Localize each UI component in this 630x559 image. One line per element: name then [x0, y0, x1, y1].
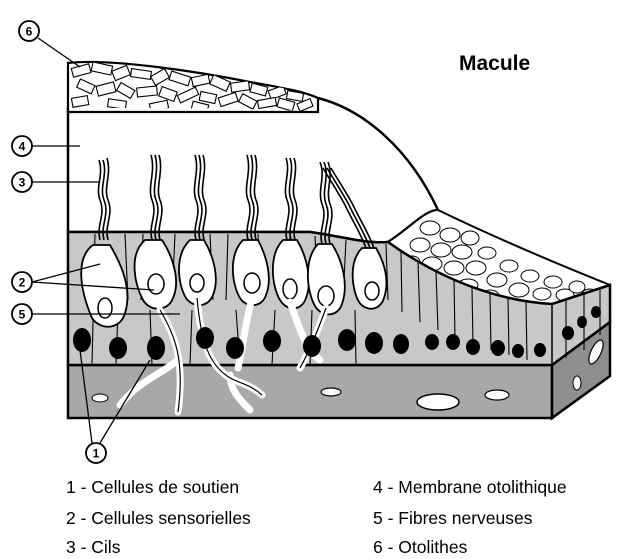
legend-item-1: 1 - Cellules de soutien [66, 479, 239, 497]
legend-item-4: 4 - Membrane otolithique [373, 479, 567, 497]
svg-text:1: 1 [93, 447, 100, 461]
svg-text:3: 3 [19, 176, 26, 190]
svg-text:4: 4 [19, 140, 26, 154]
otoliths-layer [68, 62, 318, 113]
legend-item-6: 6 - Otolithes [373, 539, 467, 557]
svg-text:2: 2 [19, 276, 26, 290]
diagram-title: Macule [459, 52, 530, 76]
svg-text:6: 6 [26, 25, 33, 39]
legend-item-2: 2 - Cellules sensorielles [66, 510, 251, 528]
legend-item-5: 5 - Fibres nerveuses [373, 510, 533, 528]
svg-text:5: 5 [19, 308, 26, 322]
legend-item-3: 3 - Cils [66, 539, 120, 557]
callout-6: 6 [19, 21, 80, 67]
